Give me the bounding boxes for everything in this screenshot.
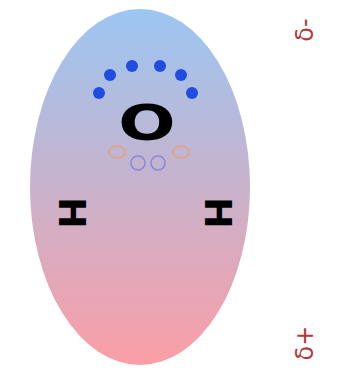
hydrogen-atom: H	[199, 197, 237, 229]
partial-charge: δ-	[293, 18, 317, 41]
molecule-cloud	[30, 9, 250, 365]
oxygen-atom: O	[118, 98, 175, 148]
partial-charge: δ+	[293, 326, 317, 361]
oxygen-electrons	[131, 156, 165, 170]
hydrogen-atom: H	[53, 197, 91, 229]
lone-pair-electrons	[93, 60, 198, 99]
